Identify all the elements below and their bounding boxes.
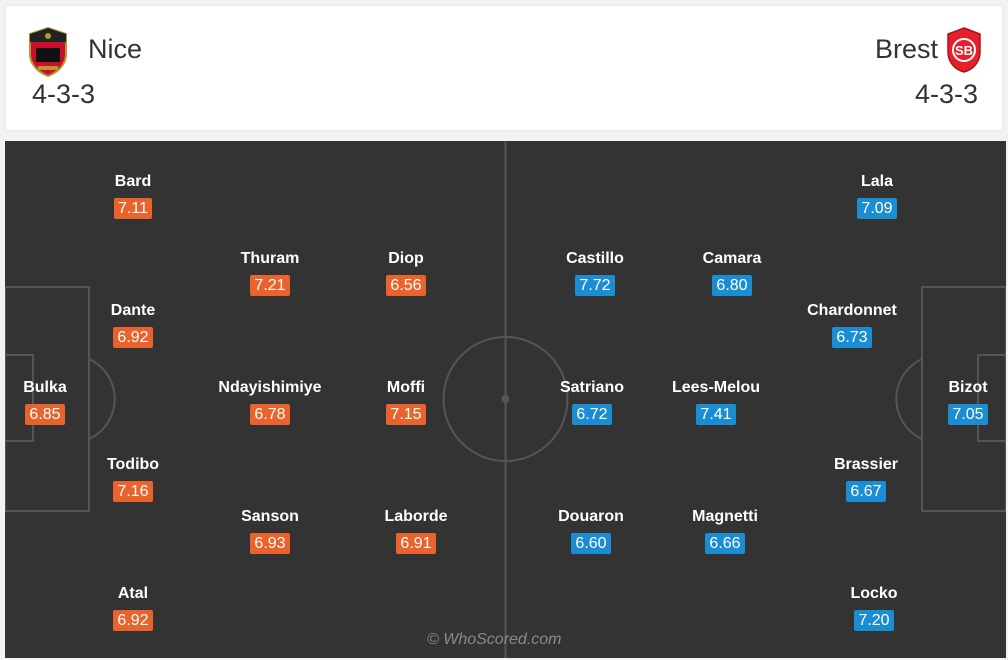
player-away-fwd-3[interactable]: Douaron 6.60 (526, 507, 656, 554)
player-name: Bizot (948, 379, 988, 396)
player-home-mid-1[interactable]: Thuram 7.21 (205, 249, 335, 296)
player-name: Castillo (566, 250, 624, 267)
player-away-mid-1[interactable]: Camara 6.80 (667, 249, 797, 296)
player-name: Satriano (559, 379, 624, 396)
player-rating: 7.21 (250, 275, 290, 296)
player-home-fwd-2[interactable]: Moffi 7.15 (341, 378, 471, 425)
player-away-fwd-2[interactable]: Satriano 6.72 (527, 378, 657, 425)
player-rating: 7.09 (857, 198, 897, 219)
player-name: Sanson (241, 508, 299, 525)
player-away-fwd-1[interactable]: Castillo 7.72 (530, 249, 660, 296)
player-rating: 6.80 (712, 275, 752, 296)
watermark: © WhoScored.com (427, 631, 562, 648)
player-rating: 6.56 (386, 275, 426, 296)
player-name: Bulka (23, 379, 67, 396)
player-home-mid-3[interactable]: Sanson 6.93 (205, 507, 335, 554)
brest-crest-icon: SB (944, 26, 984, 79)
player-home-def-2[interactable]: Dante 6.92 (68, 301, 198, 348)
player-name: Ndayishimiye (218, 379, 322, 396)
player-away-def-4[interactable]: Locko 7.20 (809, 584, 939, 631)
player-name: Lees-Melou (671, 379, 760, 396)
away-team-name: Brest (874, 34, 938, 64)
player-away-def-3[interactable]: Brassier 6.67 (801, 455, 931, 502)
player-rating: 6.92 (113, 610, 153, 631)
svg-text:SB: SB (955, 43, 973, 58)
player-name: Dante (110, 302, 156, 319)
player-rating: 6.93 (250, 533, 290, 554)
player-rating: 7.11 (114, 198, 152, 219)
player-name: Brassier (833, 456, 899, 473)
player-name: Chardonnet (807, 302, 897, 319)
player-rating: 6.92 (113, 327, 153, 348)
player-name: Thuram (240, 250, 300, 267)
player-rating: 7.72 (575, 275, 615, 296)
player-away-def-1[interactable]: Lala 7.09 (812, 172, 942, 219)
player-rating: 6.72 (572, 404, 612, 425)
player-rating: 6.85 (25, 404, 65, 425)
player-name: Camara (702, 250, 762, 267)
player-home-mid-2[interactable]: Ndayishimiye 6.78 (205, 378, 335, 425)
player-name: Lala (860, 173, 893, 190)
player-home-fwd-1[interactable]: Diop 6.56 (341, 249, 471, 296)
home-formation: 4-3-3 (32, 79, 96, 109)
player-rating: 7.05 (948, 404, 988, 425)
player-name: Locko (850, 585, 898, 602)
home-team-name: Nice (88, 34, 143, 64)
player-home-def-3[interactable]: Todibo 7.16 (68, 455, 198, 502)
player-rating: 6.66 (705, 533, 745, 554)
player-name: Todibo (106, 456, 160, 473)
player-name: Laborde (384, 508, 448, 525)
lineup-header: Nice 4-3-3 Brest 4-3-3 SB (5, 5, 1003, 131)
nice-crest-icon (26, 26, 70, 83)
player-name: Diop (388, 250, 424, 267)
player-rating: 6.67 (846, 481, 886, 502)
player-rating: 6.91 (396, 533, 436, 554)
player-name: Bard (114, 173, 152, 190)
player-rating: 6.60 (571, 533, 611, 554)
player-rating: 7.15 (386, 404, 426, 425)
player-home-def-1[interactable]: Bard 7.11 (68, 172, 198, 219)
player-name: Douaron (558, 508, 624, 525)
player-away-mid-2[interactable]: Lees-Melou 7.41 (651, 378, 781, 425)
player-home-fwd-3[interactable]: Laborde 6.91 (351, 507, 481, 554)
pitch: Bulka 6.85 Bard 7.11 Dante 6.92 Todibo 7… (5, 141, 1006, 658)
player-name: Atal (117, 585, 149, 602)
player-home-gk[interactable]: Bulka 6.85 (5, 378, 110, 425)
player-rating: 7.16 (113, 481, 153, 502)
player-rating: 7.41 (696, 404, 736, 425)
player-away-def-2[interactable]: Chardonnet 6.73 (787, 301, 917, 348)
pitch-markings (5, 141, 1006, 658)
player-away-gk[interactable]: Bizot 7.05 (903, 378, 1006, 425)
player-rating: 7.20 (854, 610, 894, 631)
player-away-mid-3[interactable]: Magnetti 6.66 (660, 507, 790, 554)
player-rating: 6.78 (250, 404, 290, 425)
player-rating: 6.73 (832, 327, 872, 348)
player-name: Moffi (386, 379, 426, 396)
player-name: Magnetti (692, 508, 758, 525)
player-home-def-4[interactable]: Atal 6.92 (68, 584, 198, 631)
away-formation: 4-3-3 (914, 79, 978, 109)
